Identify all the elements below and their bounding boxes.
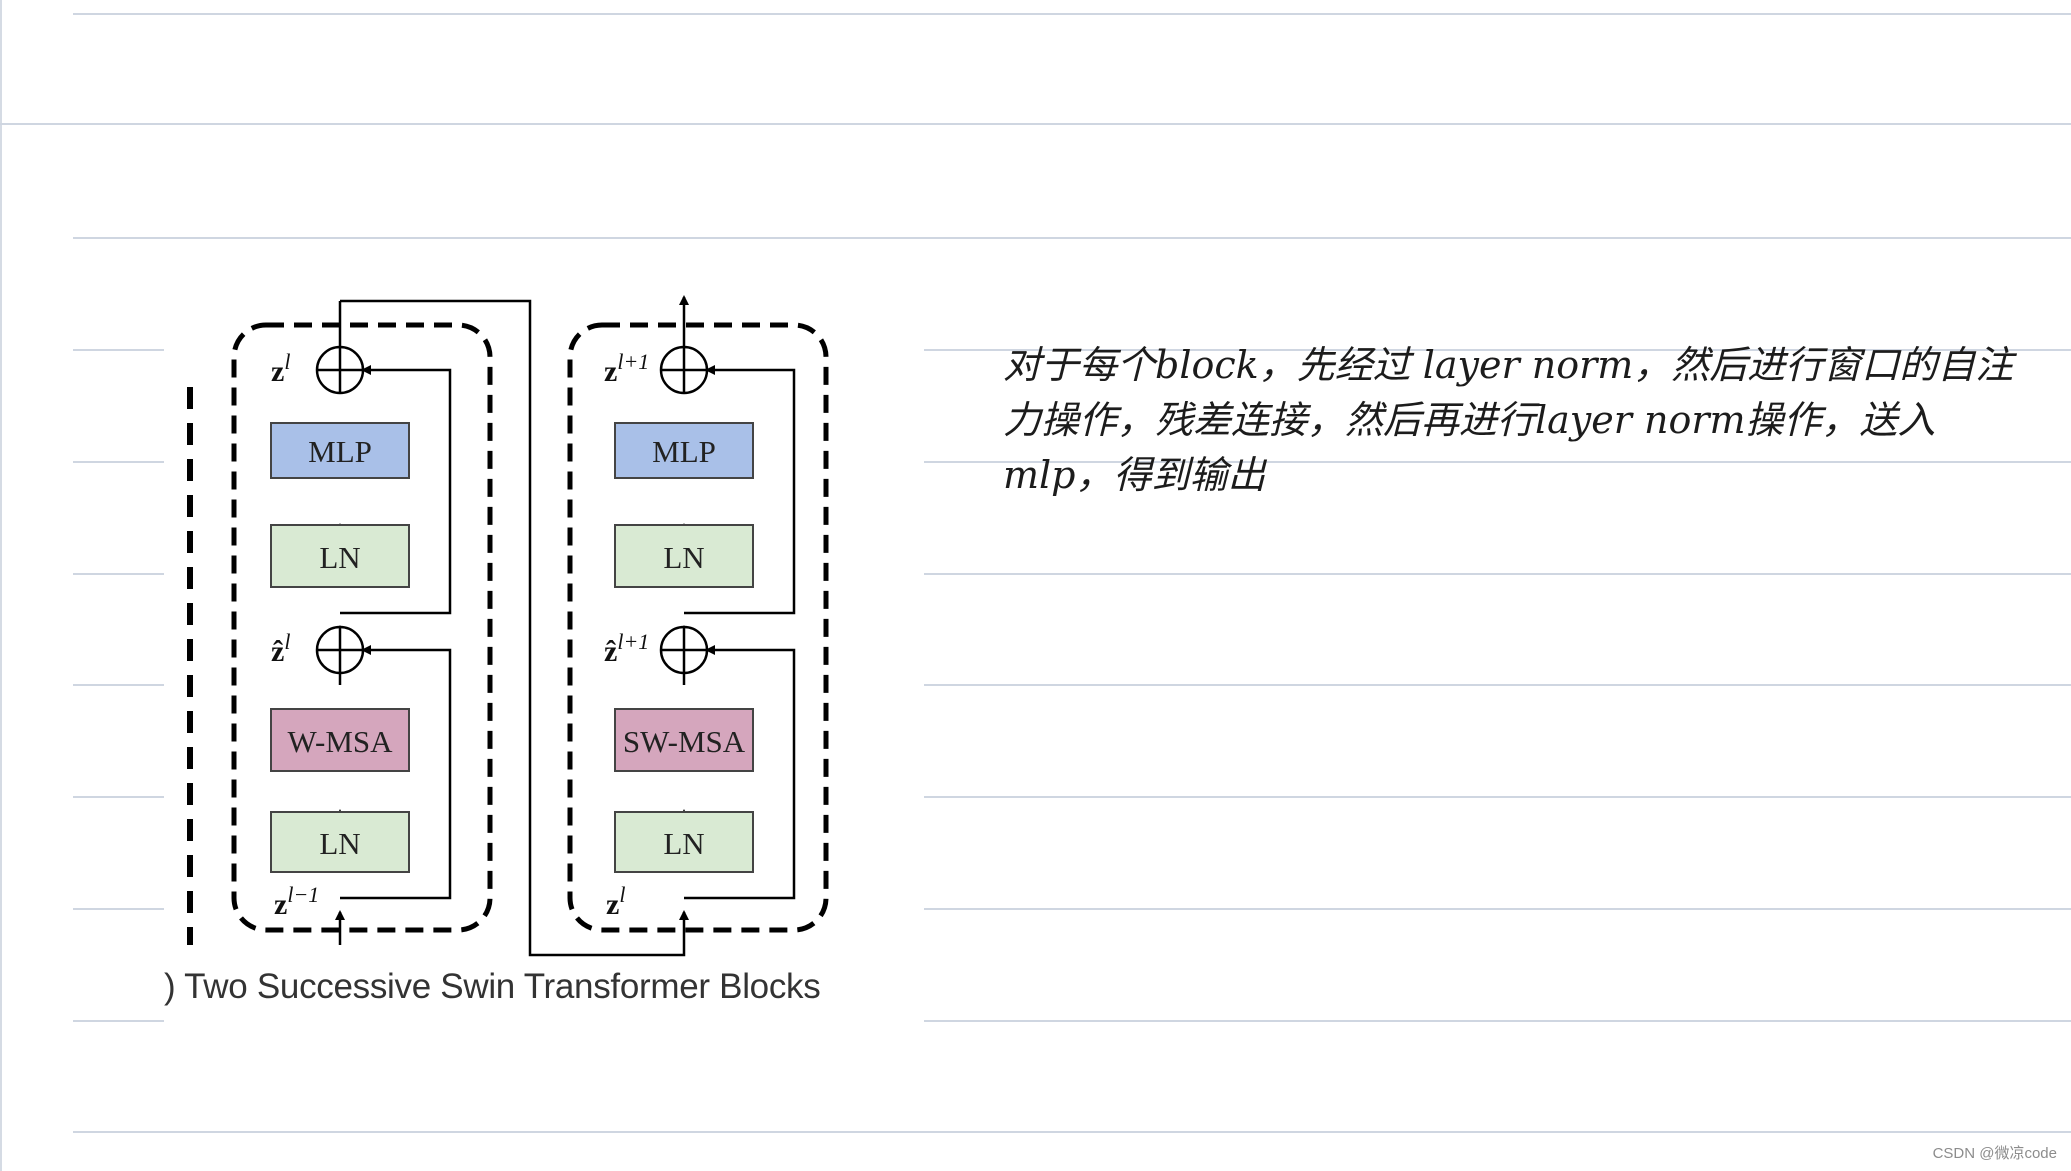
var-z-l-minus-1: zl−1	[274, 882, 319, 921]
residual-connection	[684, 645, 796, 900]
mlp-box	[614, 422, 754, 479]
sw-msa-label: SW-MSA	[623, 724, 746, 759]
ruled-line	[73, 908, 2071, 910]
ruled-line	[73, 573, 2071, 575]
var-zhat-l: ẑl	[271, 629, 290, 668]
add-circle	[315, 345, 365, 395]
mlp-label: MLP	[308, 434, 372, 469]
ln-label: LN	[663, 826, 704, 861]
w-msa-label: W-MSA	[287, 724, 393, 759]
add-circle	[659, 345, 709, 395]
var-zhat-l-plus-1: ẑl+1	[604, 629, 649, 668]
ruled-line	[73, 461, 2071, 463]
ruled-line	[73, 349, 2071, 351]
ruled-line	[73, 237, 2071, 239]
add-circle	[315, 625, 365, 675]
watermark: CSDN @微凉code	[1932, 1145, 2057, 1162]
w-msa-box	[270, 708, 410, 772]
mlp-label: MLP	[652, 434, 716, 469]
var-z-l: zl	[606, 882, 625, 921]
ln-box	[614, 811, 754, 873]
ruled-line	[73, 684, 2071, 686]
block-connection	[340, 299, 689, 957]
sw-msa-box	[614, 708, 754, 772]
ruled-line	[73, 1020, 2071, 1022]
ln-label: LN	[319, 826, 360, 861]
ln-label: LN	[319, 540, 360, 575]
ruled-line	[73, 13, 2071, 15]
ln-box	[270, 811, 410, 873]
mlp-box	[270, 422, 410, 479]
ruled-line	[0, 123, 2071, 125]
ln-label: LN	[663, 540, 704, 575]
ln-box	[270, 524, 410, 588]
figure-caption: ) Two Successive Swin Transformer Blocks	[164, 967, 821, 1006]
add-circle	[659, 625, 709, 675]
var-z-l-plus-1: zl+1	[604, 349, 649, 388]
swin-transformer-figure: MLP LN W-MSA LN zl ẑl zl−1	[164, 285, 924, 1040]
ln-box	[614, 524, 754, 588]
page-left-border	[0, 0, 2, 1171]
right-block-dashed-frame	[567, 322, 829, 933]
residual-connection	[684, 365, 796, 615]
ruled-line	[73, 796, 2071, 798]
swin-blocks-diagram: MLP LN W-MSA LN zl ẑl zl−1	[187, 295, 829, 957]
handwritten-note: 对于每个block，先经过 layer norm，然后进行窗口的自注力操作，残差…	[1003, 343, 2014, 497]
left-block-dashed-frame	[231, 322, 493, 933]
ruled-line	[73, 1131, 2071, 1133]
residual-connection	[340, 365, 452, 615]
residual-connection	[340, 645, 452, 900]
var-z-l: zl	[271, 349, 290, 388]
